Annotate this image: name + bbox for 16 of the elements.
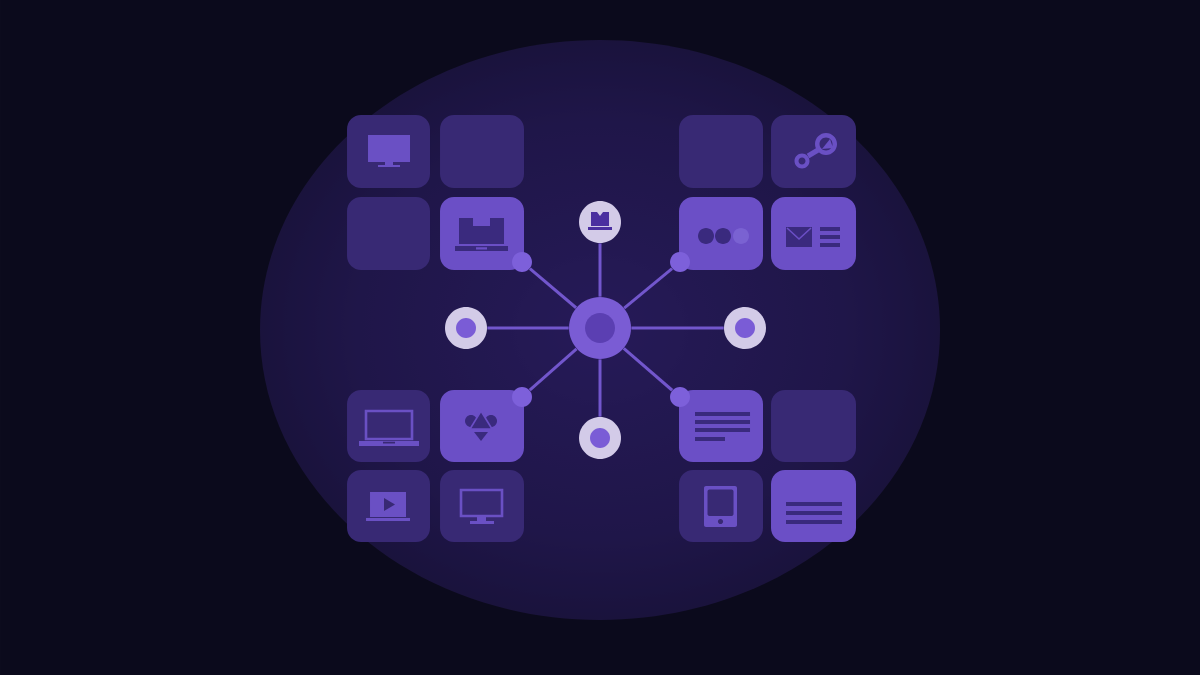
connector-line	[528, 267, 578, 309]
dot	[670, 252, 690, 272]
ring-circle	[445, 307, 487, 349]
connector-line	[623, 267, 673, 310]
hub-circle	[569, 297, 631, 359]
connector-line	[631, 326, 724, 330]
ring-circle	[579, 417, 621, 459]
ring-circle	[724, 307, 766, 349]
connector-line	[598, 359, 602, 417]
connector-line	[598, 243, 602, 297]
dot	[512, 387, 532, 407]
connector-line	[622, 347, 674, 392]
connector-line	[487, 326, 569, 330]
dot	[512, 252, 532, 272]
dot	[670, 387, 690, 407]
connector-line	[528, 347, 578, 392]
